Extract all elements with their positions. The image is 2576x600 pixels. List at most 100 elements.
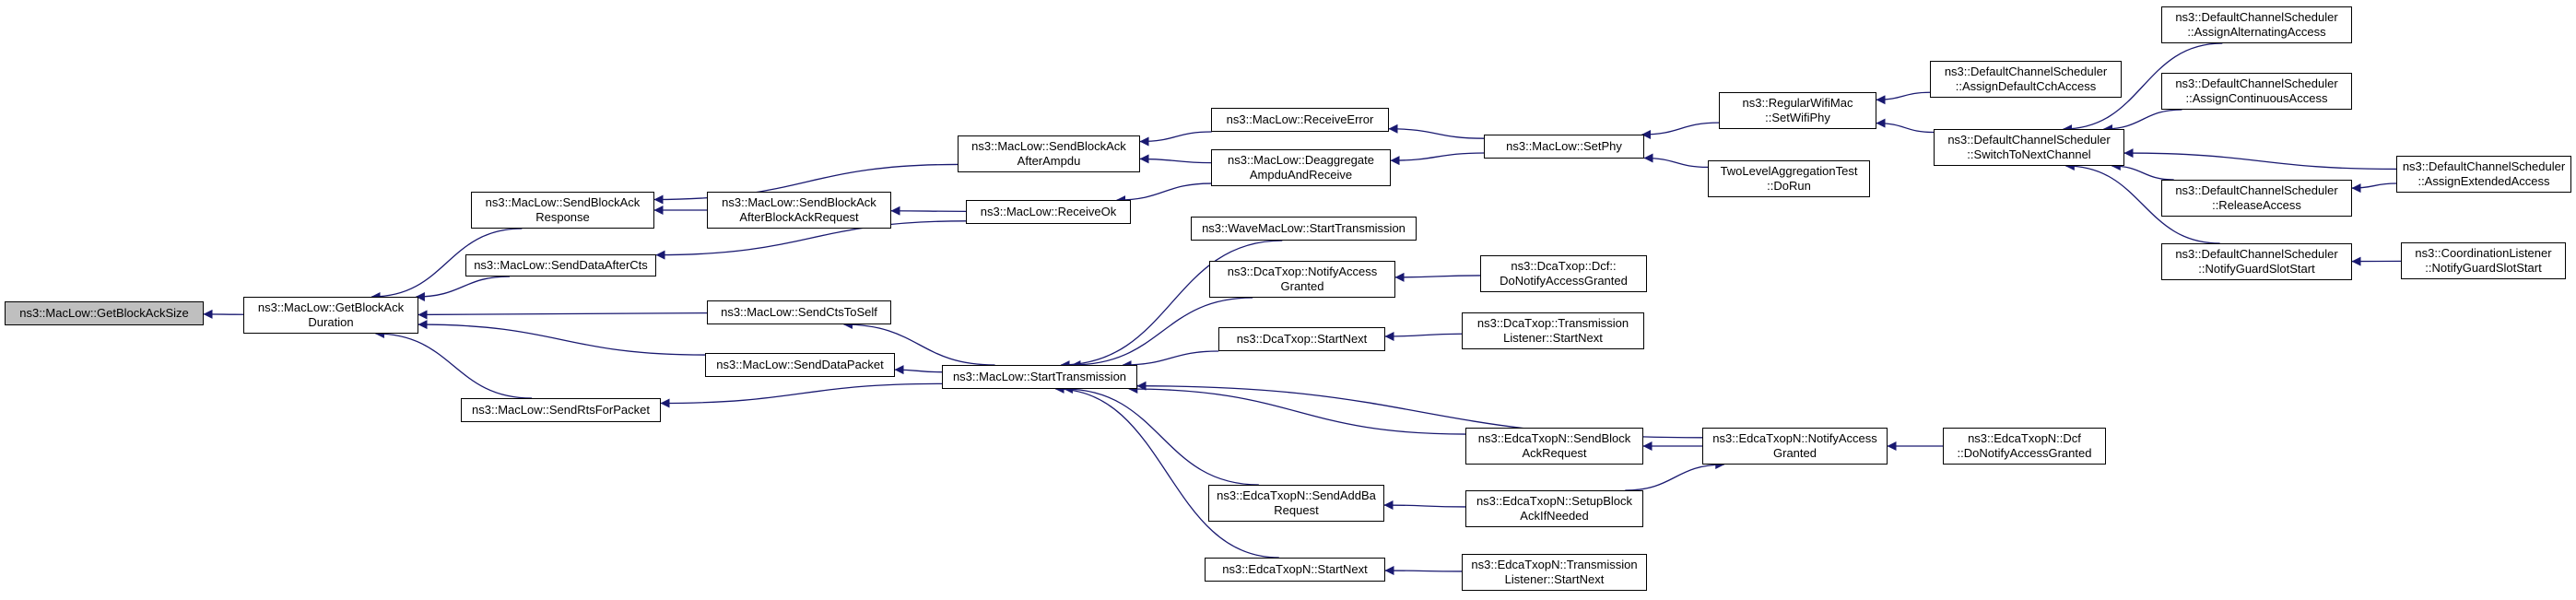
call-edge	[1390, 152, 1485, 166]
function-node-label: ns3::MacLow::SendBlockAck	[722, 195, 876, 209]
function-node-label: ns3::DefaultChannelScheduler	[1944, 65, 2108, 78]
function-node-label: ns3::MacLow::SendBlockAck	[485, 195, 641, 209]
function-node[interactable]: TwoLevelAggregationTest::DoRun	[1708, 160, 1870, 197]
call-edge	[1054, 384, 1279, 559]
call-edge	[2102, 109, 2182, 134]
function-node-label: TwoLevelAggregationTest	[1720, 164, 1858, 178]
function-node-label: ns3::EdcaTxopN::SendAddBa	[1217, 488, 1376, 502]
function-node-label: ns3::MacLow::GetBlockAckSize	[19, 306, 189, 320]
function-node[interactable]: ns3::DefaultChannelScheduler::AssignCont…	[2161, 73, 2352, 110]
call-edge	[371, 228, 523, 301]
function-node-label: AfterAmpdu	[1017, 154, 1081, 168]
function-node-label: ns3::MacLow::SendDataPacket	[716, 358, 884, 371]
call-edge	[1876, 118, 1935, 134]
call-edge	[2063, 42, 2223, 134]
function-node-label: ns3::MacLow::SetPhy	[1506, 139, 1622, 153]
function-node-label: ns3::WaveMacLow::StartTransmission	[1202, 221, 1406, 235]
call-edge	[1641, 122, 1720, 139]
function-node-label: ns3::MacLow::SendCtsToSelf	[721, 305, 877, 319]
function-node[interactable]: ns3::MacLow::SetPhy	[1484, 135, 1644, 159]
function-node-label: ::SwitchToNextChannel	[1967, 147, 2091, 161]
function-node-label: AfterBlockAckRequest	[739, 210, 859, 224]
function-node[interactable]: ns3::MacLow::ReceiveError	[1211, 108, 1389, 132]
function-node[interactable]: ns3::MacLow::StartTransmission	[942, 365, 1137, 389]
function-node[interactable]: ns3::MacLow::SendRtsForPacket	[461, 398, 661, 422]
function-node-label: Listener::StartNext	[1504, 572, 1605, 586]
function-node-label: ns3::DefaultChannelScheduler	[2175, 247, 2338, 261]
function-node[interactable]: ns3::DcaTxop::StartNext	[1218, 327, 1385, 351]
function-node[interactable]: ns3::MacLow::SendCtsToSelf	[707, 300, 891, 324]
function-node[interactable]: ns3::DefaultChannelScheduler::NotifyGuar…	[2161, 243, 2352, 280]
function-node-label: ::SetWifiPhy	[1765, 111, 1830, 124]
call-edge	[2123, 148, 2397, 171]
function-node-label: DoNotifyAccessGranted	[1500, 274, 1628, 288]
function-node[interactable]: ns3::EdcaTxopN::Dcf::DoNotifyAccessGrant…	[1943, 428, 2106, 465]
call-edge	[1060, 240, 1283, 370]
function-node-label: ns3::MacLow::Deaggregate	[1228, 153, 1374, 167]
function-node[interactable]: ns3::DefaultChannelScheduler::AssignExte…	[2396, 156, 2571, 193]
function-node-label: ns3::EdcaTxopN::Dcf	[1968, 431, 2081, 445]
function-node-label: ns3::DefaultChannelScheduler	[2175, 183, 2338, 197]
call-edge	[415, 276, 511, 301]
function-node-label: ::NotifyGuardSlotStart	[2198, 262, 2315, 276]
call-edge	[1383, 500, 1466, 511]
function-node[interactable]: ns3::WaveMacLow::StartTransmission	[1191, 217, 1417, 241]
function-node-label: Listener::StartNext	[1503, 331, 1603, 345]
function-node-label: Granted	[1773, 446, 1817, 460]
call-edge	[2064, 161, 2220, 244]
function-node[interactable]: ns3::CoordinationListener::NotifyGuardSl…	[2401, 242, 2566, 279]
call-edge	[1384, 332, 1463, 342]
call-edge	[2111, 161, 2174, 181]
function-node-label: ns3::DcaTxop::Dcf::	[1511, 259, 1617, 273]
function-node-label: ns3::DcaTxop::NotifyAccess	[1227, 265, 1378, 278]
function-node[interactable]: ns3::DefaultChannelScheduler::AssignDefa…	[1930, 61, 2122, 98]
function-node-label: ns3::MacLow::SendBlockAck	[971, 139, 1126, 153]
function-node[interactable]: ns3::DefaultChannelScheduler::SwitchToNe…	[1934, 129, 2124, 166]
call-edge	[1388, 124, 1485, 139]
function-node-label: ns3::DefaultChannelScheduler	[2175, 10, 2338, 24]
call-edge	[1139, 154, 1212, 164]
function-node[interactable]: ns3::DefaultChannelScheduler::ReleaseAcc…	[2161, 180, 2352, 217]
function-node[interactable]: ns3::RegularWifiMac::SetWifiPhy	[1719, 92, 1876, 129]
function-node-label: ns3::EdcaTxopN::StartNext	[1222, 562, 1368, 576]
function-node[interactable]: ns3::MacLow::ReceiveOk	[966, 200, 1131, 224]
function-node-label: ::AssignContinuousAccess	[2185, 91, 2328, 105]
function-node-label: ::AssignExtendedAccess	[2417, 174, 2550, 188]
function-node-label: ns3::RegularWifiMac	[1742, 96, 1853, 110]
function-node-label: Response	[535, 210, 590, 224]
call-edge	[418, 310, 708, 320]
function-node-label: ns3::EdcaTxopN::SetupBlock	[1476, 494, 1633, 508]
call-edge	[1063, 384, 1259, 486]
function-node-label: ns3::MacLow::SendDataAfterCts	[474, 258, 648, 272]
call-edge	[1394, 272, 1481, 282]
function-node[interactable]: ns3::DcaTxop::Dcf::DoNotifyAccessGranted	[1480, 255, 1647, 292]
function-node-label: ns3::DcaTxop::StartNext	[1236, 332, 1368, 346]
call-edge	[660, 382, 943, 408]
function-node-label: ns3::DefaultChannelScheduler	[2175, 76, 2338, 90]
function-node-label: ::DoNotifyAccessGranted	[1957, 446, 2092, 460]
call-edge	[374, 329, 533, 399]
function-node-label: Request	[1274, 503, 1319, 517]
function-node[interactable]: ns3::EdcaTxopN::StartNext	[1205, 558, 1385, 582]
function-node-label: ns3::MacLow::ReceiveOk	[980, 205, 1117, 218]
function-node[interactable]: ns3::MacLow::SendDataAfterCts	[465, 254, 656, 276]
function-node-label: ns3::MacLow::StartTransmission	[952, 370, 1127, 383]
function-node[interactable]: ns3::MacLow::SendDataPacket	[705, 353, 895, 377]
function-node[interactable]: ns3::DefaultChannelScheduler::AssignAlte…	[2161, 6, 2352, 43]
call-edge	[1876, 91, 1931, 105]
function-node-label: ns3::MacLow::ReceiveError	[1226, 112, 1374, 126]
function-node-label: ns3::DefaultChannelScheduler	[2402, 159, 2566, 173]
